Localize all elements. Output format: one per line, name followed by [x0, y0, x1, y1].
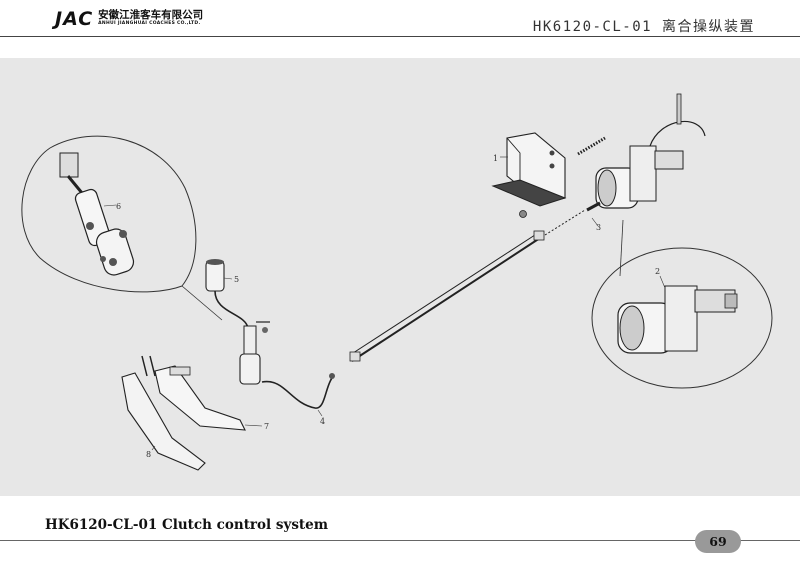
logo-text: 安徽江淮客车有限公司 ANHUI JIANGHUAI COACHES CO.,L… [98, 9, 203, 27]
mounting-bracket: 1 [491, 132, 606, 218]
page-number-badge: 69 [695, 530, 741, 553]
callout-1: 1 [493, 154, 498, 163]
callout-2: 2 [655, 267, 660, 276]
detail-circle-left [21, 135, 223, 321]
exploded-view-drawing: 6 5 7 8 [21, 93, 773, 471]
detail-circle-right: 2 [591, 247, 773, 389]
document-title: HK6120-CL-01 离合操纵装置 [532, 19, 755, 35]
callout-3: 3 [596, 223, 601, 232]
header-divider [0, 36, 800, 37]
master-cylinder-detail: 6 [59, 152, 135, 276]
company-name-cn: 安徽江淮客车有限公司 [98, 9, 204, 21]
clutch-master-cylinder [239, 321, 270, 385]
callout-5: 5 [234, 275, 239, 284]
footer-divider [0, 540, 800, 541]
fluid-reservoir: 5 [205, 259, 249, 329]
callout-7: 7 [264, 422, 269, 431]
callout-6: 6 [116, 202, 121, 211]
pedal-assembly: 7 8 [121, 355, 269, 471]
page-header: JAC 安徽江淮客车有限公司 ANHUI JIANGHUAI COACHES C… [0, 0, 800, 40]
logo-mark: JAC [55, 8, 94, 30]
clutch-hose-and-cable: 4 [261, 209, 586, 426]
callout-4: 4 [320, 417, 325, 426]
company-name-en: ANHUI JIANGHUAI COACHES CO.,LTD. [98, 21, 201, 26]
company-logo: JAC 安徽江淮客车有限公司 ANHUI JIANGHUAI COACHES C… [55, 8, 203, 30]
clutch-servo-unit: 3 [586, 93, 706, 277]
section-title: HK6120-CL-01 Clutch control system [45, 517, 329, 533]
callout-8: 8 [146, 450, 151, 459]
parts-diagram: 6 5 7 8 [0, 58, 800, 496]
